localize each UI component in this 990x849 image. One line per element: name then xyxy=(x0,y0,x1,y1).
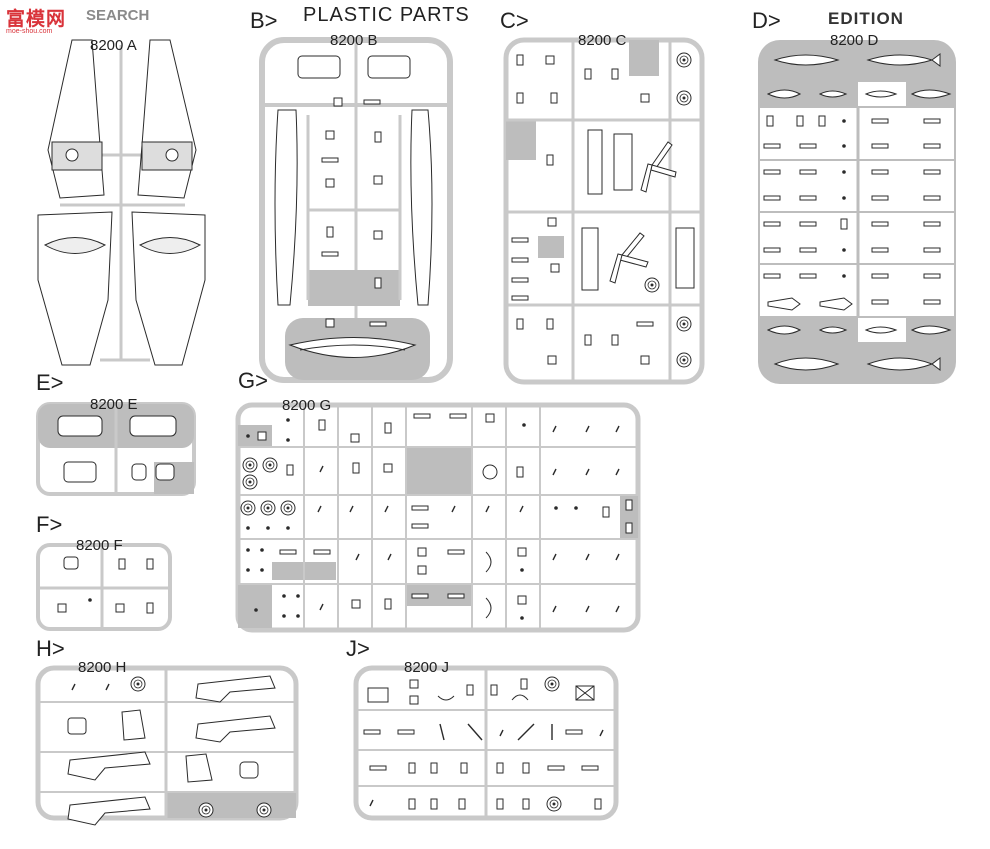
sprue-letter-g: G> xyxy=(238,368,268,393)
sprue-letter-h: H> xyxy=(36,636,65,661)
small-parts-g xyxy=(240,413,633,620)
sprue-code-d: 8200 D xyxy=(830,32,879,49)
sprue-d xyxy=(758,40,956,384)
small-parts-j xyxy=(363,676,604,812)
sprue-h xyxy=(35,665,299,821)
sprue-code-g: 8200 G xyxy=(282,397,331,414)
wing-parts-a xyxy=(37,39,206,366)
sprue-j xyxy=(353,665,619,821)
engine-parts-e xyxy=(57,415,177,483)
sprue-letter-c: C> xyxy=(500,8,529,33)
propellers-c xyxy=(581,129,695,291)
cockpit-parts-h xyxy=(67,675,276,826)
edition-label: EDITION xyxy=(828,9,904,28)
sprue-code-b: 8200 B xyxy=(330,32,378,49)
sprue-code-e: 8200 E xyxy=(90,396,138,413)
sprue-code-j: 8200 J xyxy=(404,659,449,676)
sprue-f xyxy=(36,543,172,631)
watermark-url: moe-shou.com xyxy=(6,28,53,35)
small-parts-f xyxy=(57,556,154,614)
watermark-main: 富模网 xyxy=(6,8,67,30)
sprue-letter-b: B> xyxy=(250,8,278,33)
page-title: PLASTIC PARTS xyxy=(303,4,470,26)
sprue-code-c: 8200 C xyxy=(578,32,627,49)
fuselage-parts-b xyxy=(274,55,433,358)
sprue-code-a: 8200 A xyxy=(90,37,137,54)
sprue-c xyxy=(503,37,705,385)
sprue-letter-f: F> xyxy=(36,512,63,537)
sprue-b xyxy=(259,37,453,383)
watermark-search: SEARCH xyxy=(86,7,150,24)
small-parts-c xyxy=(511,52,692,368)
sprue-g xyxy=(235,402,641,633)
watermark-logo: 富模网 SEARCH moe-shou.com xyxy=(2,2,162,38)
sprue-code-h: 8200 H xyxy=(78,659,126,676)
sprue-letter-j: J> xyxy=(346,636,370,661)
sprue-letter-e: E> xyxy=(36,370,64,395)
sprue-letter-d: D> xyxy=(752,8,781,33)
sprue-code-f: 8200 F xyxy=(76,537,123,554)
bombs-d xyxy=(766,53,952,371)
